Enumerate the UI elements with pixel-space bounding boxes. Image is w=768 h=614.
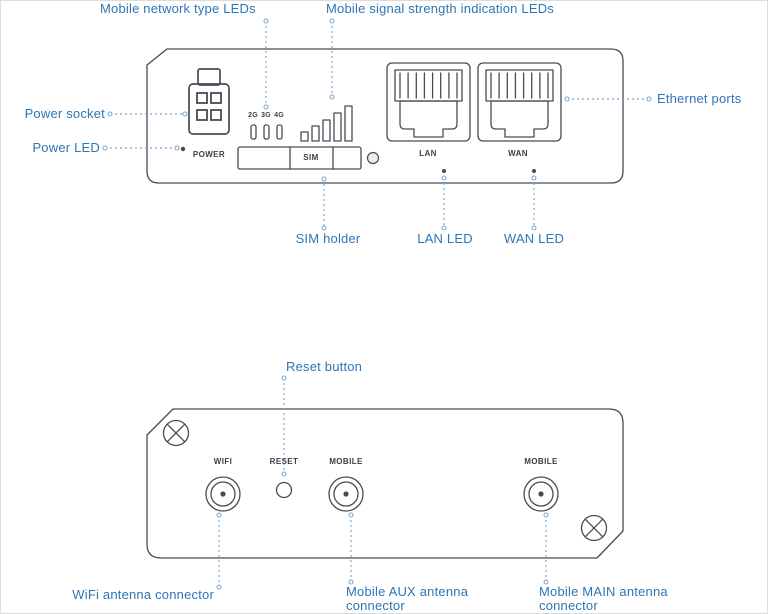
- callout-line-power-socket: [107, 111, 188, 117]
- callout-wifi-antenna-connector: WiFi antenna connector: [72, 587, 214, 602]
- callout-ethernet-ports: Ethernet ports: [657, 91, 742, 106]
- reset-button-hole: [275, 481, 293, 499]
- callout-line-power-led: [102, 145, 180, 151]
- panel-label-4g: 4G: [274, 112, 284, 119]
- callout-reset-button: Reset button: [286, 359, 363, 374]
- callout-mobile-aux-antenna-connector: Mobile AUX antenna connector: [346, 584, 469, 613]
- callout-sim-holder: SIM holder: [295, 231, 361, 246]
- panel-label-reset: RESET: [269, 457, 299, 466]
- callout-mobile-signal-strength-leds: Mobile signal strength indication LEDs: [326, 1, 554, 16]
- ethernet-port-wan: [477, 62, 562, 142]
- signal-strength-leds-drawing: [300, 105, 353, 142]
- callout-line-wan-led: [531, 175, 537, 231]
- mobile-main-antenna-connector-drawing: [523, 476, 559, 512]
- panel-label-lan: LAN: [419, 149, 437, 158]
- callout-line-mobile-main-antenna: [543, 512, 549, 585]
- screw-top-left: [162, 419, 190, 447]
- back-panel-drawing: [146, 408, 624, 559]
- network-type-leds-drawing: [250, 124, 283, 140]
- mobile-aux-antenna-connector-drawing: [328, 476, 364, 512]
- callout-line-ethernet-ports: [564, 96, 652, 102]
- panel-label-2g: 2G: [248, 112, 258, 119]
- callout-line-mobile-signal-strength: [329, 18, 335, 100]
- callout-line-lan-led: [441, 175, 447, 231]
- power-led-dot: [180, 146, 186, 152]
- panel-label-wifi: WIFI: [213, 457, 233, 466]
- callout-line-mobile-network-type: [263, 18, 269, 110]
- callout-mobile-network-type-leds: Mobile network type LEDs: [100, 1, 256, 16]
- callout-power-led: Power LED: [32, 140, 100, 155]
- callout-line-wifi-antenna: [216, 512, 222, 590]
- callout-line-sim-holder: [321, 176, 327, 231]
- callout-lan-led: LAN LED: [417, 231, 473, 246]
- callout-mobile-main-antenna-connector: Mobile MAIN antenna connector: [539, 584, 668, 613]
- wifi-antenna-connector-drawing: [205, 476, 241, 512]
- sim-holder-drawing: [237, 146, 362, 170]
- callout-wan-led: WAN LED: [503, 231, 565, 246]
- panel-label-wan: WAN: [508, 149, 528, 158]
- screw-bottom-right: [580, 514, 608, 542]
- callout-line-reset-button: [281, 375, 287, 477]
- panel-label-mobile-main: MOBILE: [524, 457, 558, 466]
- wan-led-dot: [532, 169, 536, 173]
- panel-label-mobile-aux: MOBILE: [329, 457, 363, 466]
- callout-line-mobile-aux-antenna: [348, 512, 354, 585]
- panel-label-3g: 3G: [261, 112, 271, 119]
- ethernet-port-lan: [386, 62, 471, 142]
- callout-power-socket: Power socket: [24, 106, 105, 121]
- power-socket-drawing: [188, 68, 230, 135]
- panel-label-power: POWER: [192, 150, 226, 159]
- front-button-drawing: [366, 151, 380, 165]
- panel-label-sim: SIM: [303, 153, 319, 162]
- lan-led-dot: [442, 169, 446, 173]
- front-panel-drawing: [146, 48, 624, 184]
